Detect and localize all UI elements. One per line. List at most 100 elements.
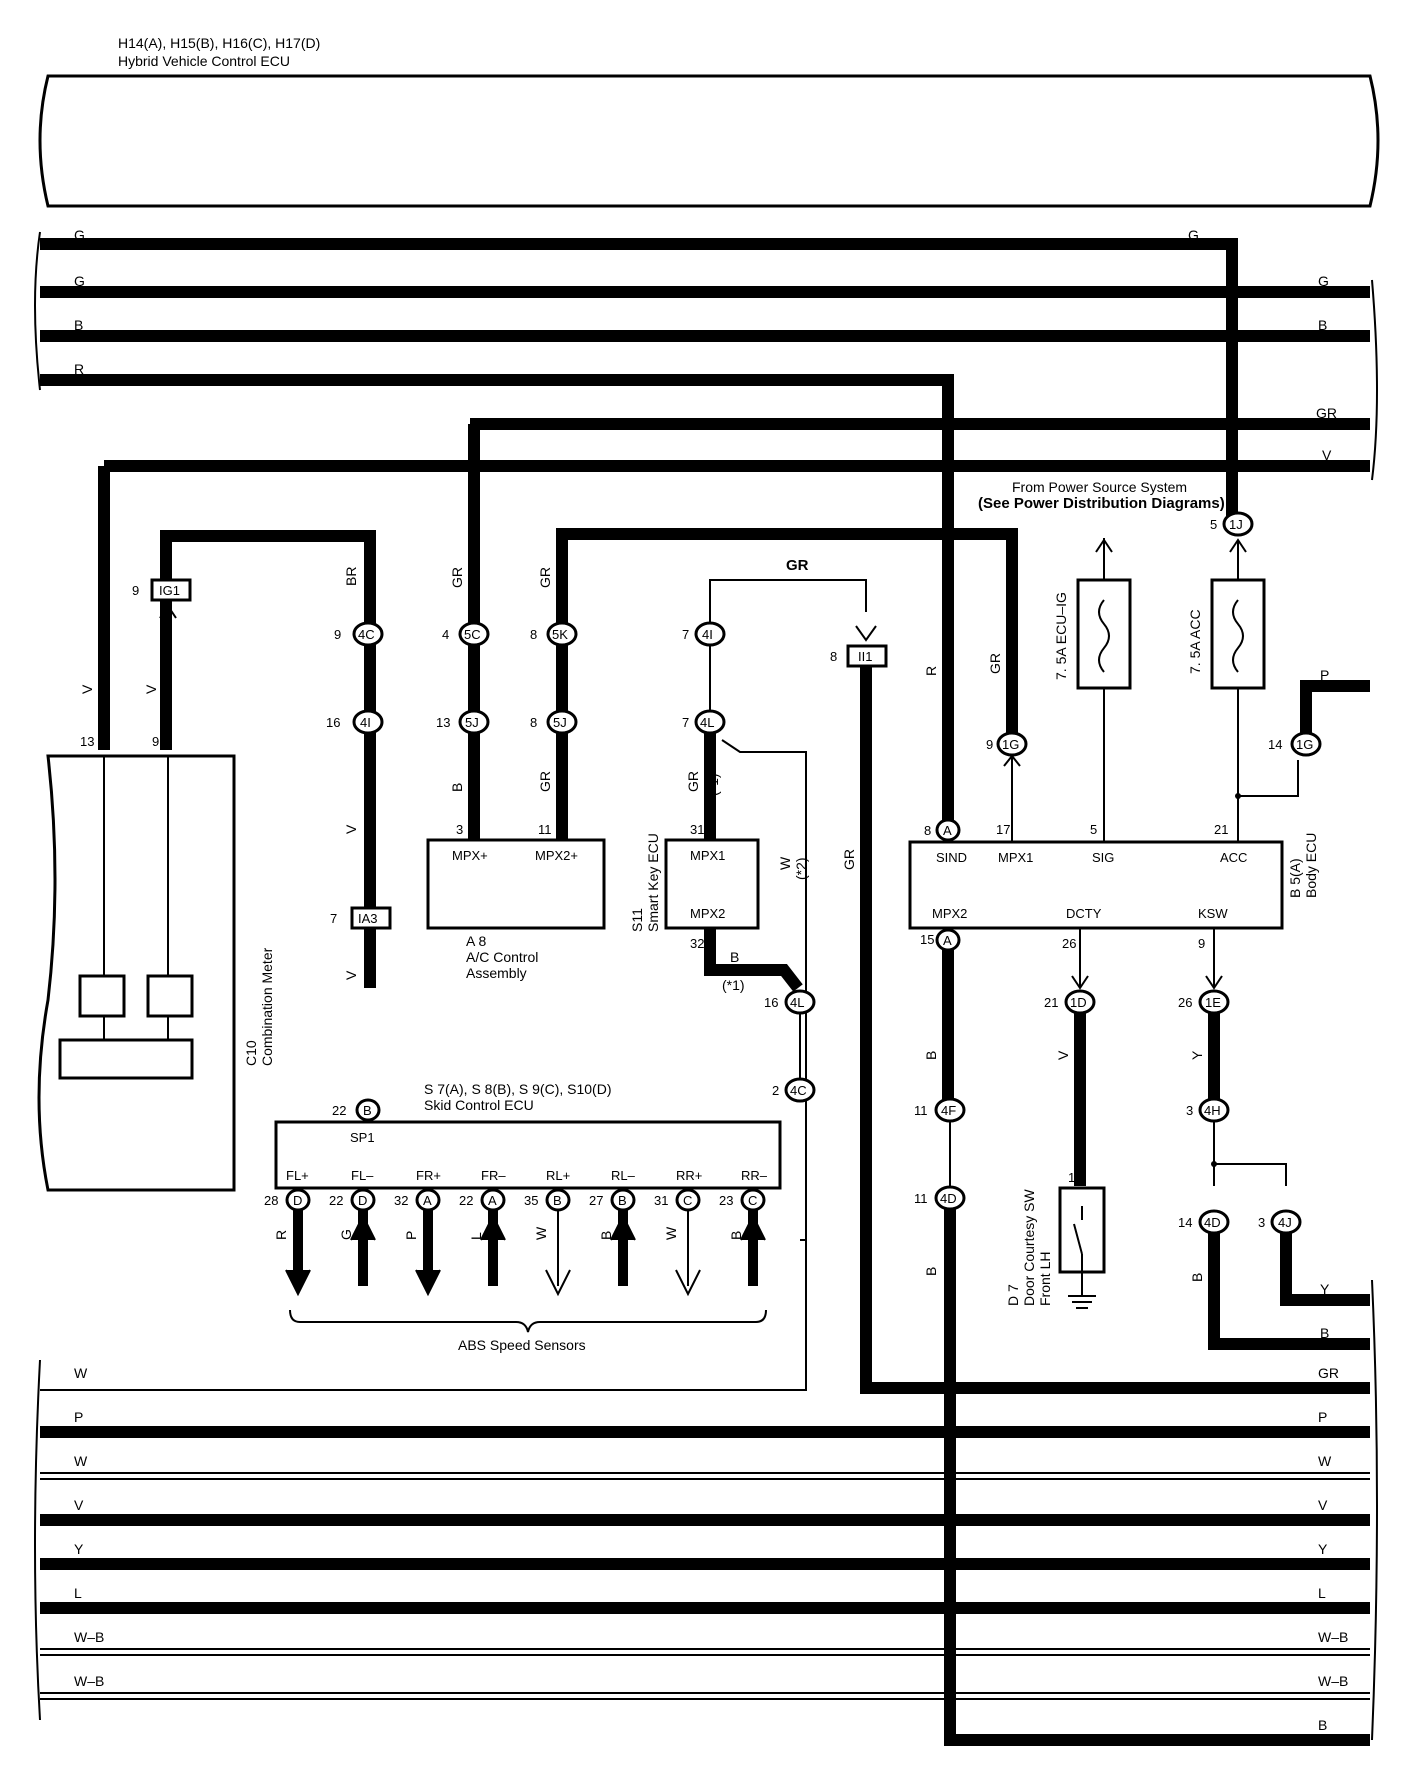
skid-term-0: FL+ bbox=[286, 1168, 309, 1183]
ii1-arrow bbox=[855, 625, 877, 642]
smart-key-box bbox=[664, 838, 760, 930]
door-sw-name-2: Front LH bbox=[1037, 1252, 1053, 1306]
conn-4i-b-label: 4I bbox=[702, 627, 713, 642]
conn-5c-label: 5C bbox=[464, 627, 481, 642]
dcty-arrow bbox=[1071, 975, 1089, 990]
wire-label-gr5: GR bbox=[841, 849, 857, 870]
conn-5j-pin: 13 bbox=[436, 715, 450, 730]
conn-body-a-top-label: A bbox=[943, 823, 952, 838]
door-sw-name-1: Door Courtesy SW bbox=[1021, 1189, 1037, 1306]
bus-label-left-6: W–B bbox=[74, 1629, 104, 1645]
wire-label-b-sk: B bbox=[730, 949, 739, 965]
abs-brace bbox=[289, 1309, 767, 1333]
conn-4j-pin: 3 bbox=[1258, 1215, 1265, 1230]
ac-name-1: A/C Control bbox=[466, 949, 538, 965]
top-bus-label-l0: G bbox=[74, 227, 85, 243]
conn-4j-label: 4J bbox=[1278, 1215, 1292, 1230]
junction-ii1-label: II1 bbox=[858, 649, 872, 664]
ground-icon bbox=[1068, 1295, 1096, 1309]
top-bus bbox=[40, 238, 1370, 826]
abs-wire-label-0: R bbox=[273, 1230, 289, 1240]
skid-control-box bbox=[274, 1120, 782, 1190]
meter-element-2 bbox=[146, 974, 194, 1018]
skid-conn-label-1: D bbox=[358, 1193, 367, 1208]
wire-w-thin bbox=[721, 739, 807, 1241]
conn-skid-b-label: B bbox=[363, 1103, 372, 1118]
wire-4h-split bbox=[1213, 1121, 1287, 1186]
bus-label-left-5: L bbox=[74, 1585, 82, 1601]
wire-y-out bbox=[1280, 1233, 1370, 1306]
wire-b-to-bus bbox=[944, 1209, 1370, 1746]
body-pin-21: 21 bbox=[1214, 822, 1228, 837]
wire-label-gr2: GR bbox=[537, 567, 553, 588]
skid-connectors: S 7(A), S 8(B), S 9(C), S10(D) bbox=[424, 1081, 611, 1097]
fuse-ecu-ig-label: 7. 5A ECU–IG bbox=[1053, 592, 1069, 680]
wire-b-mpx2 bbox=[704, 928, 803, 992]
body-term-sind: SIND bbox=[936, 850, 967, 865]
wire-label-b3: B bbox=[923, 1267, 939, 1276]
note2: (*2) bbox=[793, 857, 809, 880]
conn-body-a-bottom-label: A bbox=[943, 933, 952, 948]
hv-ecu-box bbox=[38, 74, 1380, 208]
wire-label-y2: Y bbox=[1320, 1281, 1330, 1297]
wire-gr-ii1 bbox=[860, 666, 1370, 1394]
wire-label-y1: Y bbox=[1189, 1050, 1205, 1060]
junction-ia3 bbox=[350, 906, 392, 930]
conn-skid-b bbox=[355, 1098, 381, 1122]
conn-4c-top-pin: 9 bbox=[334, 627, 341, 642]
junction-ia3-label: IA3 bbox=[358, 911, 378, 926]
body-term-ksw: KSW bbox=[1198, 906, 1228, 921]
fuse-acc-symbol bbox=[1232, 599, 1244, 673]
conn-1g2-pin: 14 bbox=[1268, 737, 1282, 752]
body-ecu-id: B 5(A) bbox=[1287, 858, 1303, 898]
wire-label-b2: B bbox=[923, 1051, 939, 1060]
top-bus-label-r1: G bbox=[1318, 273, 1329, 289]
wire-label-gr6: GR bbox=[987, 653, 1003, 674]
skid-pin-2: 32 bbox=[394, 1193, 408, 1208]
meter-pin-9: 9 bbox=[152, 734, 159, 749]
bus-label-right-8: B bbox=[1318, 1717, 1327, 1733]
top-bus-label-r2: B bbox=[1318, 317, 1327, 333]
conn-1g-label: 1G bbox=[1002, 737, 1019, 752]
conn-4i-a-label: 4I bbox=[360, 715, 371, 730]
conn-4h-label: 4H bbox=[1204, 1103, 1221, 1118]
conn-1j-pin: 5 bbox=[1210, 517, 1217, 532]
skid-conn-label-4: B bbox=[553, 1193, 562, 1208]
skid-sp1: SP1 bbox=[350, 1130, 375, 1145]
skid-pin-3: 22 bbox=[459, 1193, 473, 1208]
abs-arrow-3 bbox=[480, 1213, 506, 1241]
junction-ii1-pin: 8 bbox=[830, 649, 837, 664]
wire-label-gr-top: GR bbox=[786, 557, 809, 574]
skid-term-1: FL– bbox=[351, 1168, 374, 1183]
conn-4l-pin: 7 bbox=[682, 715, 689, 730]
conn-4i-a bbox=[352, 709, 384, 735]
wire-b-out bbox=[1208, 1233, 1370, 1350]
smart-key-pin-31: 31 bbox=[690, 822, 704, 837]
wire-br bbox=[160, 530, 376, 988]
conn-4d-pin: 11 bbox=[914, 1191, 928, 1206]
wire-gr-thin bbox=[709, 579, 867, 634]
abs-sensors-label: ABS Speed Sensors bbox=[458, 1337, 586, 1353]
skid-term-2: FR+ bbox=[416, 1168, 441, 1183]
conn-4d2-label: 4D bbox=[1204, 1215, 1221, 1230]
smart-key-term-mpx2: MPX2 bbox=[690, 906, 725, 921]
break-bottom-left bbox=[34, 1359, 41, 1721]
skid-conn-label-6: C bbox=[683, 1193, 692, 1208]
conn-1d-pin: 21 bbox=[1044, 995, 1058, 1010]
top-bus-label-r5: V bbox=[1322, 447, 1332, 463]
bus-label-right-1: P bbox=[1318, 1409, 1327, 1425]
door-sw-id: D 7 bbox=[1005, 1284, 1021, 1306]
top-bus-label-l1: G bbox=[74, 273, 85, 289]
smart-key-pin-32: 32 bbox=[690, 936, 704, 951]
body-pin-26: 26 bbox=[1062, 936, 1076, 951]
conn-4c-top bbox=[352, 621, 384, 647]
conn-4i-a-pin: 16 bbox=[326, 715, 340, 730]
hv-ecu-connectors: H14(A), H15(B), H16(C), H17(D) bbox=[118, 35, 320, 51]
skid-conn-label-0: D bbox=[293, 1193, 302, 1208]
conn-4d-label: 4D bbox=[940, 1191, 957, 1206]
skid-pin-7: 23 bbox=[719, 1193, 733, 1208]
meter-wire-9: V bbox=[143, 684, 159, 694]
wire-label-b4: B bbox=[1189, 1273, 1205, 1282]
skid-terminals: FL+D28RFL–D22GFR+A32PFR–A22LRL+B35WRL–B2… bbox=[264, 1168, 768, 1297]
wire-label-gr4: GR bbox=[685, 771, 701, 792]
